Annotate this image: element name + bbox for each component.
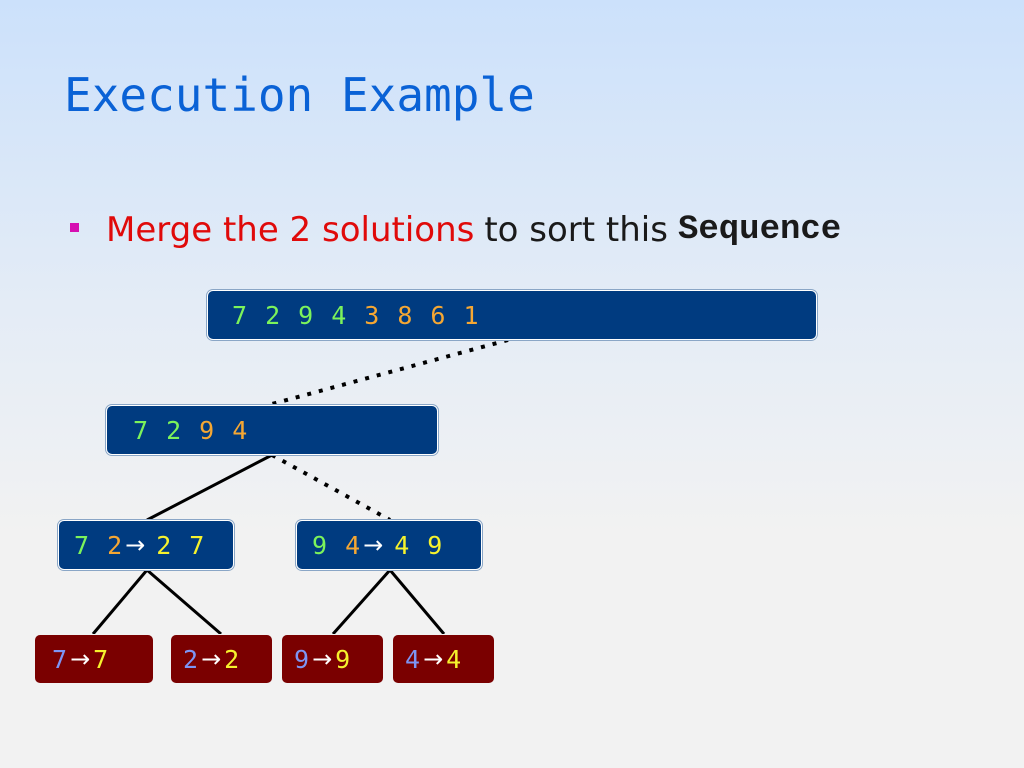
leaf-input: 4 xyxy=(405,644,421,674)
digit-token: 2 xyxy=(166,415,182,445)
digit-token: 9 xyxy=(199,415,215,445)
square-bullet-icon xyxy=(70,222,79,232)
digit-token: 4 xyxy=(345,530,361,560)
digit-token: 4 xyxy=(394,530,410,560)
leaf-input: 9 xyxy=(294,644,310,674)
edge-left-to-left-child xyxy=(146,453,273,522)
digit-token: 9 xyxy=(427,530,443,560)
arrow-icon: → xyxy=(201,645,222,673)
bullet-emphasis-text: Merge the 2 solutions xyxy=(106,210,475,250)
leaf-node: 7 → 7 xyxy=(34,634,154,684)
arrow-icon: → xyxy=(125,531,146,559)
digit-token: 2 xyxy=(156,530,172,560)
leaf-node: 4 → 4 xyxy=(392,634,495,684)
arrow-icon: → xyxy=(312,645,333,673)
arrow-icon: → xyxy=(423,645,444,673)
arrow-icon: → xyxy=(363,531,384,559)
edge-l2left-to-leaf1 xyxy=(91,569,149,635)
edge-root-to-left xyxy=(271,338,509,406)
leaf-output: 2 xyxy=(224,644,240,674)
digit-token: 3 xyxy=(364,300,380,330)
leaf-node: 2 → 2 xyxy=(170,634,273,684)
leaf-input: 7 xyxy=(52,644,68,674)
digit-token: 4 xyxy=(331,300,347,330)
digit-token: 8 xyxy=(397,300,413,330)
edge-l2right-to-leaf3 xyxy=(331,569,392,635)
bullet-point: Merge the 2 solutions to sort this Seque… xyxy=(70,208,841,252)
leaf-output: 9 xyxy=(335,644,351,674)
leaf-output: 4 xyxy=(446,644,462,674)
digit-token: 6 xyxy=(430,300,446,330)
leaf-input: 2 xyxy=(183,644,199,674)
digit-token: 2 xyxy=(107,530,123,560)
digit-token: 7 xyxy=(189,530,205,560)
digit-token: 2 xyxy=(265,300,281,330)
bullet-code-text: Sequence xyxy=(677,211,842,249)
arrow-icon: → xyxy=(70,645,91,673)
digit-token: 7 xyxy=(133,415,149,445)
leaf-node: 9 → 9 xyxy=(281,634,384,684)
edge-l2left-to-leaf2 xyxy=(146,568,222,636)
edge-l2right-to-leaf4 xyxy=(388,569,446,635)
digit-token: 4 xyxy=(232,415,248,445)
leaf-output: 7 xyxy=(93,644,109,674)
bullet-plain-text: to sort this xyxy=(484,210,668,250)
digit-token: 9 xyxy=(312,530,328,560)
digit-token: 1 xyxy=(463,300,479,330)
slide-title: Execution Example xyxy=(64,68,535,122)
digit-token: 9 xyxy=(298,300,314,330)
edge-left-to-right-child xyxy=(271,453,391,522)
digit-token: 7 xyxy=(74,530,90,560)
digit-token: 7 xyxy=(232,300,248,330)
